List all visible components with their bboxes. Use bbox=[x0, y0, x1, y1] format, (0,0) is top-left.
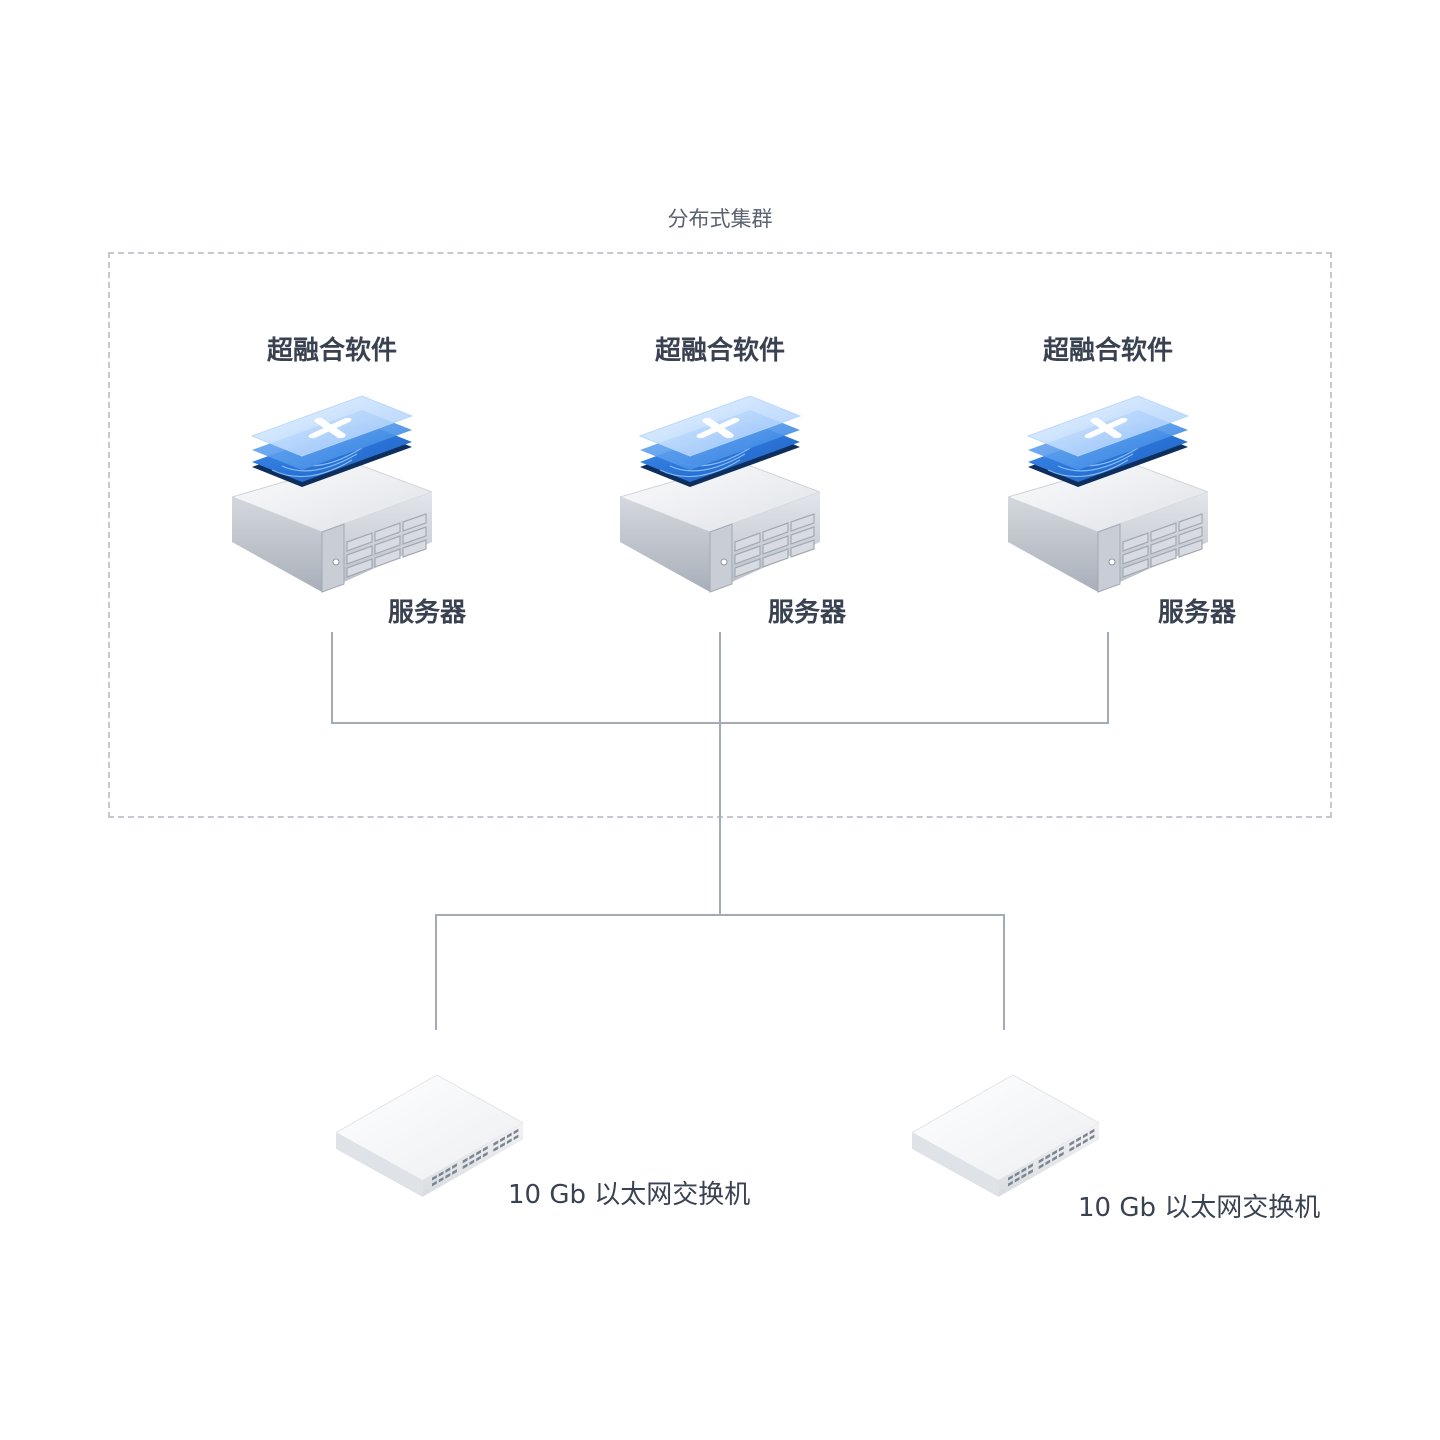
switch-label-1: 10 Gb 以太网交换机 bbox=[508, 1180, 751, 1210]
software-label-3: 超融合软件 bbox=[1042, 336, 1173, 366]
server-label-2: 服务器 bbox=[768, 598, 847, 628]
server-with-software-icon bbox=[620, 392, 820, 602]
switch-label-2: 10 Gb 以太网交换机 bbox=[1078, 1193, 1321, 1223]
software-label-1: 超融合软件 bbox=[266, 336, 397, 366]
network-switch-icon bbox=[912, 1070, 1104, 1200]
network-switch-icon bbox=[336, 1070, 528, 1200]
server-with-software-icon bbox=[232, 392, 432, 602]
cluster-title: 分布式集群 bbox=[667, 207, 773, 231]
server-label-3: 服务器 bbox=[1158, 598, 1237, 628]
server-with-software-icon bbox=[1008, 392, 1208, 602]
software-label-2: 超融合软件 bbox=[654, 336, 785, 366]
server-label-1: 服务器 bbox=[388, 598, 467, 628]
